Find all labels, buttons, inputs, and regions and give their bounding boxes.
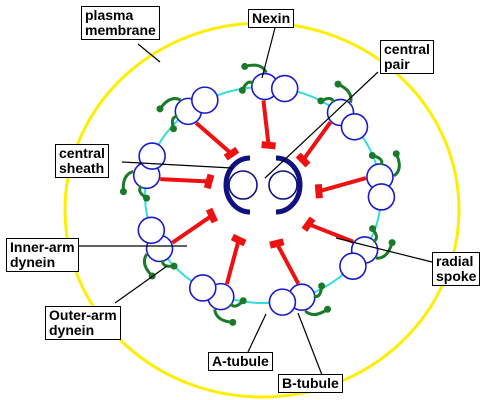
radial-spoke-1 bbox=[261, 100, 271, 146]
radial-spoke-7 bbox=[171, 213, 214, 245]
radial-spoke-3 bbox=[318, 176, 367, 194]
b-tubule-2 bbox=[340, 112, 369, 141]
b-tubule-8 bbox=[138, 142, 166, 170]
b-tubule-4 bbox=[339, 252, 367, 280]
inner-arm-dynein-line-1: Inner-arm bbox=[10, 239, 75, 255]
b-tubule-5 bbox=[268, 288, 297, 316]
radial-spoke-head-7 bbox=[205, 207, 219, 224]
inner-arm-dynein-head-4 bbox=[369, 225, 377, 233]
inner-arm-dynein-head-8 bbox=[143, 194, 151, 202]
inner-arm-dynein-head-2 bbox=[317, 97, 325, 105]
radial-spokes bbox=[160, 100, 367, 285]
nexin-label: Nexin bbox=[248, 9, 295, 28]
central-pair-line-2: pair bbox=[384, 56, 410, 72]
radial-spoke-9 bbox=[194, 121, 233, 156]
outer-arm-dynein-line-2: dynein bbox=[49, 322, 95, 338]
radial-spoke-4 bbox=[307, 222, 354, 244]
radial-spoke-head-5 bbox=[269, 238, 285, 249]
outer-doublets bbox=[119, 62, 401, 326]
outer-arm-dynein-label: Outer-arm dynein bbox=[45, 306, 121, 340]
b-tubule-9 bbox=[191, 86, 219, 114]
central-pair-line-1: central bbox=[384, 41, 430, 57]
central-sheath-left bbox=[223, 155, 251, 215]
central-microtubule-left bbox=[228, 170, 258, 200]
central-sheath-label: central sheath bbox=[55, 144, 109, 178]
central-sheath-right bbox=[275, 155, 303, 215]
central-sheath-line-1: central bbox=[59, 145, 105, 161]
central-pair-label: central pair bbox=[380, 40, 434, 74]
radial-spoke-head-6 bbox=[230, 233, 247, 247]
radial-spoke-head-8 bbox=[203, 173, 215, 190]
outer-arm-dynein-line-1: Outer-arm bbox=[49, 307, 117, 323]
radial-spoke-5 bbox=[275, 242, 301, 285]
inner-arm-dynein-head-9 bbox=[169, 125, 177, 133]
b-tubule-7 bbox=[137, 216, 166, 245]
radial-spoke-head-9 bbox=[223, 146, 240, 161]
outer-arm-dynein-head-8 bbox=[119, 188, 127, 196]
radial-spoke-line-2: spoke bbox=[436, 268, 477, 284]
inner-arm-dynein-head-7 bbox=[170, 262, 178, 270]
radial-spoke-head-4 bbox=[301, 216, 316, 232]
plasma-membrane-label: plasma membrane bbox=[81, 6, 160, 40]
central-sheath-line-2: sheath bbox=[59, 160, 105, 176]
radial-spoke-label: radial spoke bbox=[432, 252, 481, 286]
inner-arm-dynein-label: Inner-arm dynein bbox=[6, 238, 79, 272]
radial-spoke-head-2 bbox=[295, 152, 311, 168]
radial-spoke-6 bbox=[224, 239, 241, 285]
leader-lines bbox=[75, 23, 433, 376]
radial-spoke-head-3 bbox=[314, 184, 323, 199]
radial-spoke-head-1 bbox=[261, 141, 276, 150]
plasma-membrane-line-1: plasma bbox=[85, 7, 134, 23]
outer-arm-dynein-head-2 bbox=[334, 80, 342, 88]
outer-arm-dynein-head-5 bbox=[324, 305, 332, 313]
b-tubule-1 bbox=[270, 74, 299, 103]
outer-arm-dynein-head-6 bbox=[229, 318, 237, 326]
inner-arm-dynein-line-2: dynein bbox=[10, 254, 56, 270]
b-tubule-text: B-tubule bbox=[282, 375, 339, 391]
b-tubule-label: B-tubule bbox=[278, 374, 343, 393]
outer-arm-dynein-head-3 bbox=[392, 150, 400, 158]
central-microtubule-right bbox=[268, 170, 298, 200]
nexin-text: Nexin bbox=[252, 10, 291, 26]
b-tubule-3 bbox=[367, 183, 396, 211]
outer-arm-dynein-head-9 bbox=[156, 105, 164, 113]
radial-spoke-8 bbox=[160, 177, 210, 184]
inner-arm-dynein-head-5 bbox=[318, 282, 326, 290]
outer-arm-dynein-head-4 bbox=[388, 239, 396, 247]
a-tubule-text: A-tubule bbox=[212, 353, 269, 369]
plasma-membrane-line-2: membrane bbox=[85, 22, 156, 38]
inner-arm-dynein-head-6 bbox=[239, 297, 247, 305]
inner-arm-dynein-head-3 bbox=[368, 151, 376, 159]
radial-spoke-line-1: radial bbox=[436, 253, 474, 269]
outer-arm-dynein-head-1 bbox=[241, 62, 249, 70]
b-tubule-6 bbox=[188, 274, 217, 302]
inner-arm-dynein-head-1 bbox=[238, 86, 246, 94]
radial-spoke-2 bbox=[301, 121, 333, 162]
a-tubule-label: A-tubule bbox=[208, 352, 273, 371]
